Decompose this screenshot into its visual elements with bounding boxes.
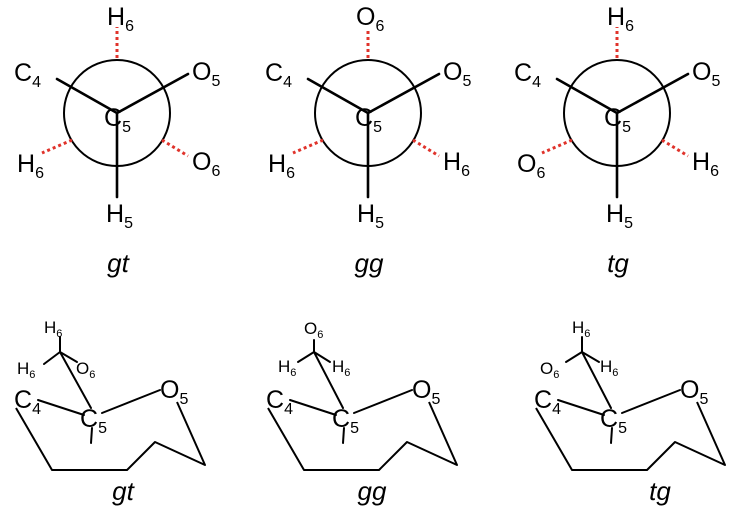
- ring-bond-c5-o5: [101, 389, 161, 414]
- newman-left-label: C4: [514, 59, 541, 91]
- chair-sub-top-label: H6: [572, 318, 590, 340]
- c6-bond-right: [581, 351, 600, 363]
- front-bond-c4: [555, 77, 619, 115]
- axial-bond-c5: [342, 427, 345, 444]
- chair-sub-left-label: H6: [278, 357, 296, 379]
- newman-bottom-left-label: O6: [517, 150, 545, 182]
- hashed-bond-bottom-right: [161, 138, 189, 158]
- chair-ring-o-label: O5: [160, 376, 188, 408]
- newman-caption: gt: [107, 248, 130, 278]
- front-bond-o5: [115, 72, 190, 115]
- chair-gt: H6 H6 O6 C4 O5 C5 gt: [14, 318, 206, 506]
- axial-bond-c5: [90, 427, 93, 444]
- c6-bond-right: [59, 351, 78, 363]
- chair-sub-right-label: H6: [600, 357, 618, 379]
- c6-bond-left: [43, 351, 61, 365]
- newman-top-label: H6: [607, 3, 634, 35]
- newman-bottom-right-label: H6: [443, 148, 470, 180]
- ring-bond-c4-c5: [557, 399, 605, 416]
- hashed-bond-bottom-right: [412, 138, 440, 158]
- axial-bond-c5: [610, 427, 613, 444]
- newman-bottom-right-label: O6: [192, 148, 220, 180]
- chair-center-label: C5: [80, 405, 107, 437]
- ring-bond-c4-c5: [37, 399, 85, 416]
- newman-right-label: O5: [443, 58, 471, 90]
- chair-sub-top-label: H6: [44, 318, 62, 340]
- newman-bottom-label: H5: [606, 200, 633, 232]
- chair-caption: gg: [358, 476, 387, 506]
- c6-bond-right: [313, 351, 331, 363]
- newman-top-label: O6: [356, 3, 384, 35]
- chair-tg: H6 O6 H6 C4 O5 C5 tg: [534, 318, 726, 506]
- newman-bottom-left-label: H6: [268, 150, 295, 182]
- chair-sub-left-label: O6: [540, 359, 559, 381]
- newman-bottom-left-label: H6: [17, 150, 44, 182]
- hashed-bond-bottom-right: [661, 138, 689, 158]
- newman-top-label: H6: [107, 3, 134, 35]
- hashed-bond-bottom-left: [292, 138, 324, 155]
- chair-caption: tg: [649, 476, 671, 506]
- newman-caption: tg: [607, 248, 629, 278]
- ring-bond-c5-o5: [621, 389, 681, 414]
- newman-caption: gg: [355, 248, 384, 278]
- ring-bond-c4-c5: [289, 399, 337, 416]
- front-bond-c4: [306, 77, 370, 115]
- front-bond-c4: [55, 77, 119, 115]
- front-bond-o5: [615, 72, 690, 115]
- chair-sub-right-label: H6: [332, 357, 350, 379]
- chair-ring-c-label: C4: [14, 386, 41, 418]
- newman-tg: H6 C4 O5 C5 O6 H6 H5 tg: [514, 3, 720, 278]
- c6-bond-left: [297, 351, 315, 363]
- newman-left-label: C4: [265, 59, 292, 91]
- newman-left-label: C4: [14, 59, 41, 91]
- chair-gg: O6 H6 H6 C4 O5 C5 gg: [266, 319, 458, 506]
- ring-bond-c5-o5: [353, 389, 413, 414]
- chair-sub-right-label: O6: [76, 359, 95, 381]
- newman-right-label: O5: [692, 58, 720, 90]
- c6-bond-left: [565, 351, 583, 363]
- exocyclic-bond: [59, 351, 92, 409]
- hashed-bond-bottom-left: [41, 138, 73, 155]
- chair-sub-top-label: O6: [304, 319, 323, 341]
- chair-ring-c-label: C4: [534, 386, 561, 418]
- newman-bottom-right-label: H6: [692, 148, 719, 180]
- newman-bottom-label: H5: [357, 200, 384, 232]
- chair-ring-o-label: O5: [412, 376, 440, 408]
- hashed-bond-bottom-left: [541, 138, 573, 155]
- newman-right-label: O5: [192, 58, 220, 90]
- chair-ring: [535, 401, 726, 471]
- chair-ring: [267, 401, 458, 471]
- newman-gg: O6 C4 O5 C5 H6 H6 H5 gg: [265, 3, 471, 278]
- exocyclic-bond: [581, 351, 612, 409]
- chair-ring: [15, 401, 206, 471]
- newman-center-label: C5: [355, 104, 382, 136]
- exocyclic-bond: [313, 351, 344, 409]
- chair-center-label: C5: [600, 405, 627, 437]
- front-bond-o5: [366, 72, 441, 115]
- newman-center-label: C5: [604, 104, 631, 136]
- newman-bottom-label: H5: [106, 200, 133, 232]
- newman-center-label: C5: [104, 104, 131, 136]
- chair-ring-c-label: C4: [266, 386, 293, 418]
- chair-center-label: C5: [332, 405, 359, 437]
- chair-sub-left-label: H6: [17, 359, 35, 381]
- chair-ring-o-label: O5: [680, 376, 708, 408]
- chair-caption: gt: [112, 476, 135, 506]
- newman-gt: H6 C4 O5 C5 H6 O6 H5 gt: [14, 3, 220, 278]
